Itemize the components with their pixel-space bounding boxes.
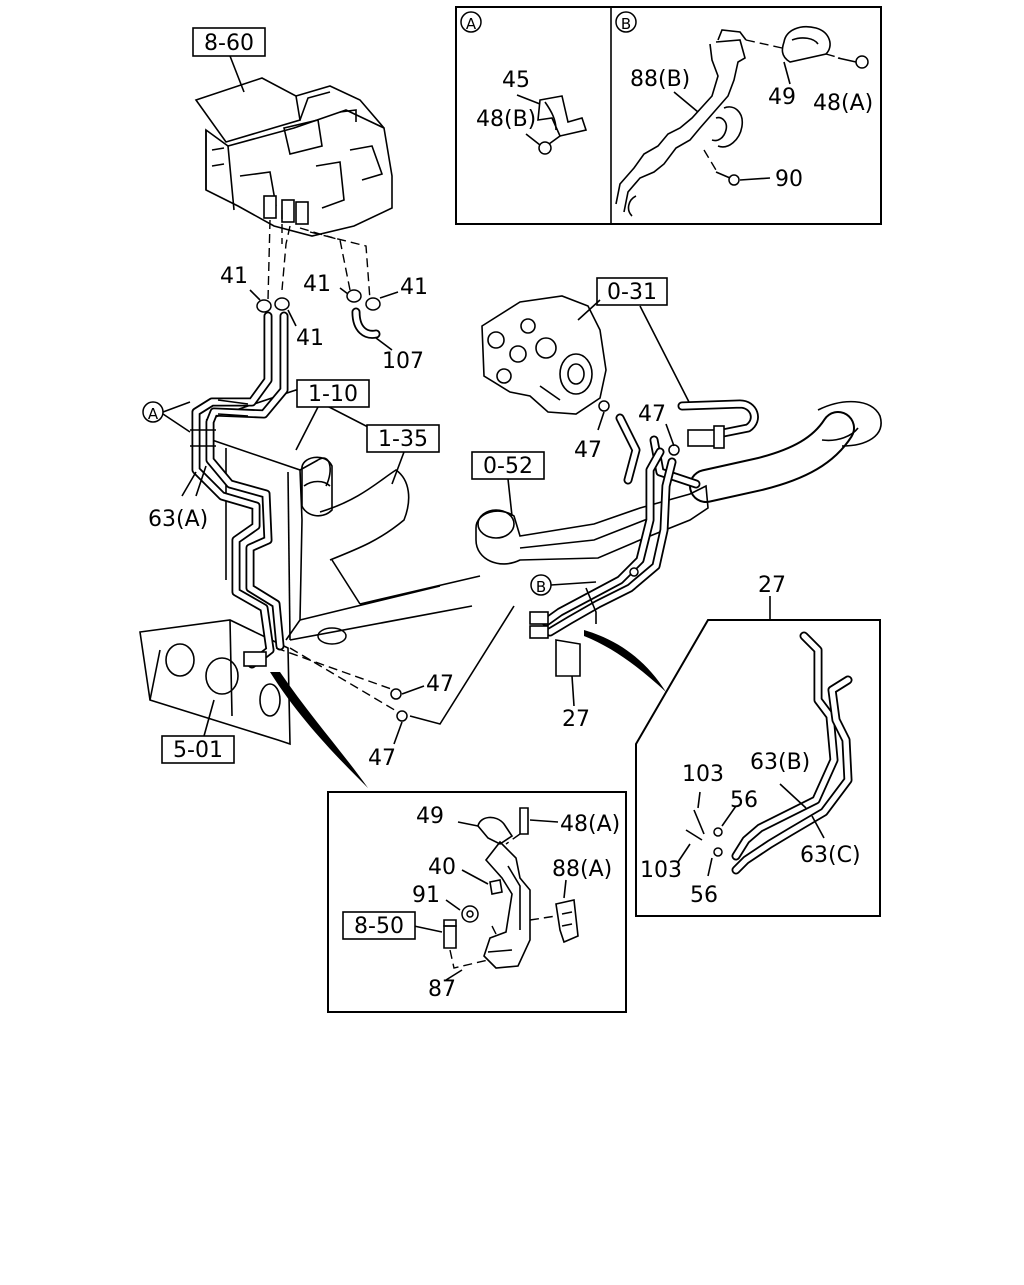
engine-left-drawing bbox=[139, 389, 481, 746]
label-90: 90 bbox=[775, 167, 803, 192]
label-41-c: 41 bbox=[303, 272, 331, 297]
ref-box-1-10 bbox=[296, 379, 370, 408]
ref-box-0-31 bbox=[596, 277, 668, 306]
ref-box-5-01 bbox=[161, 735, 235, 764]
hose-107 bbox=[351, 307, 381, 339]
label-45: 45 bbox=[502, 68, 530, 93]
ref-0-31: 0-31 bbox=[607, 280, 657, 305]
label-56-a: 56 bbox=[730, 788, 758, 813]
label-41-a: 41 bbox=[220, 264, 248, 289]
label-27-detail: 27 bbox=[758, 573, 786, 598]
ref-8-60: 8-60 bbox=[204, 31, 254, 56]
label-91: 91 bbox=[412, 883, 440, 908]
callout-sweep-right bbox=[584, 630, 666, 692]
label-88b: 88(B) bbox=[630, 67, 690, 92]
label-48a-b: 48(A) bbox=[813, 91, 873, 116]
label-40: 40 bbox=[428, 855, 456, 880]
label-47-a: 47 bbox=[426, 672, 454, 697]
label-48a-d: 48(A) bbox=[560, 812, 620, 837]
ref-1-35: 1-35 bbox=[378, 427, 428, 452]
label-47-c: 47 bbox=[638, 402, 666, 427]
label-87: 87 bbox=[428, 977, 456, 1002]
label-41-d: 41 bbox=[400, 275, 428, 300]
hoses-right bbox=[597, 399, 882, 503]
ref-box-0-52 bbox=[471, 451, 545, 480]
label-103-a: 103 bbox=[682, 762, 724, 787]
label-103-b: 103 bbox=[640, 858, 682, 883]
callout-sweep-left bbox=[270, 672, 368, 788]
label-88a: 88(A) bbox=[552, 857, 612, 882]
inset-a-marker: A bbox=[466, 15, 477, 33]
label-63a: 63(A) bbox=[148, 507, 208, 532]
label-41-b: 41 bbox=[296, 326, 324, 351]
inset-b-marker: B bbox=[621, 15, 631, 33]
pipe-63a-route bbox=[190, 311, 399, 713]
ref-5-01: 5-01 bbox=[173, 738, 223, 763]
ref-0-52: 0-52 bbox=[483, 454, 533, 479]
leader-63a bbox=[181, 465, 207, 497]
clips-47-lower bbox=[390, 605, 515, 745]
detail-27-panel: 27 bbox=[635, 573, 881, 917]
marker-b-main: B bbox=[530, 574, 597, 596]
inset-panel-b: B 88(B) 49 48(A) 90 bbox=[615, 11, 873, 217]
ref-box-1-35 bbox=[366, 424, 440, 453]
pulley-0-52-drawing bbox=[475, 447, 709, 677]
label-47-d: 47 bbox=[574, 438, 602, 463]
ref-1-10: 1-10 bbox=[308, 382, 358, 407]
label-56-b: 56 bbox=[690, 883, 718, 908]
detail-bracket-panel bbox=[327, 791, 627, 1013]
clips-41 bbox=[249, 287, 399, 351]
ref-box-8-50 bbox=[342, 911, 416, 940]
label-63c: 63(C) bbox=[800, 843, 861, 868]
label-48b: 48(B) bbox=[476, 107, 536, 132]
hvac-unit-drawing bbox=[194, 77, 393, 301]
label-27-main: 27 bbox=[562, 707, 590, 732]
svg-text:B: B bbox=[536, 578, 546, 596]
ref-box-8-60 bbox=[192, 27, 266, 57]
label-63b: 63(B) bbox=[750, 750, 810, 775]
label-47-b: 47 bbox=[368, 746, 396, 771]
leader-27-main bbox=[571, 675, 575, 707]
compressor-drawing bbox=[481, 295, 607, 415]
label-49-b: 49 bbox=[768, 85, 796, 110]
label-107: 107 bbox=[382, 349, 424, 374]
svg-text:A: A bbox=[148, 405, 159, 423]
inset-panel-a: A 45 48(B) bbox=[455, 6, 882, 225]
ref-8-50: 8-50 bbox=[354, 914, 404, 939]
marker-a-main: A bbox=[142, 401, 191, 433]
label-49-d: 49 bbox=[416, 804, 444, 829]
